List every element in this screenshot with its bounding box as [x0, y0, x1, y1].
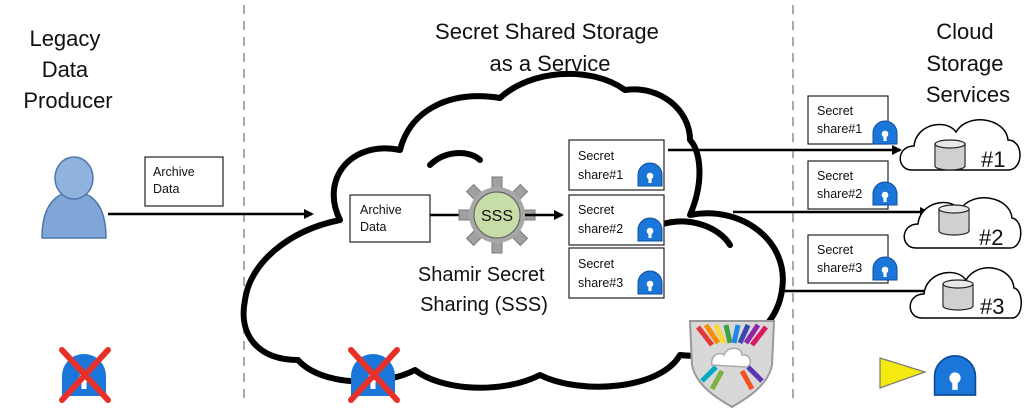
lock-icon [872, 120, 898, 145]
lock-icon [637, 162, 663, 187]
sss-node-label: SSS [481, 208, 513, 225]
cloud-storage-2: #2 [903, 197, 1022, 250]
cloud-bump-1 [427, 150, 483, 168]
database-icon [934, 139, 966, 171]
right-section-title: Cloud Storage Services [926, 19, 1010, 107]
cross-icon [59, 347, 111, 403]
svg-text:#1: #1 [981, 147, 1005, 172]
lock-icon [872, 181, 898, 206]
svg-text:#2: #2 [979, 225, 1003, 250]
shield-icon [688, 320, 776, 409]
lock-icon [872, 256, 898, 281]
database-icon [942, 279, 974, 311]
key-icon [879, 357, 927, 389]
database-icon [938, 204, 970, 236]
user-icon [41, 156, 107, 239]
lock-icon [637, 217, 663, 242]
svg-text:#3: #3 [980, 294, 1004, 319]
cloud-bump-2 [657, 218, 733, 248]
lock-icon [637, 270, 663, 295]
cloud-storage-3: #3 [909, 267, 1022, 319]
lock-icon [933, 355, 977, 396]
sss-caption: Shamir Secret Sharing (SSS) [418, 264, 550, 316]
left-section-title: Legacy Data Producer [23, 26, 112, 113]
cross-icon [348, 347, 400, 403]
gear-icon [458, 176, 536, 254]
center-section-title: Secret Shared Storage as a Service [435, 19, 665, 76]
cloud-storage-1: #1 [899, 119, 1021, 172]
